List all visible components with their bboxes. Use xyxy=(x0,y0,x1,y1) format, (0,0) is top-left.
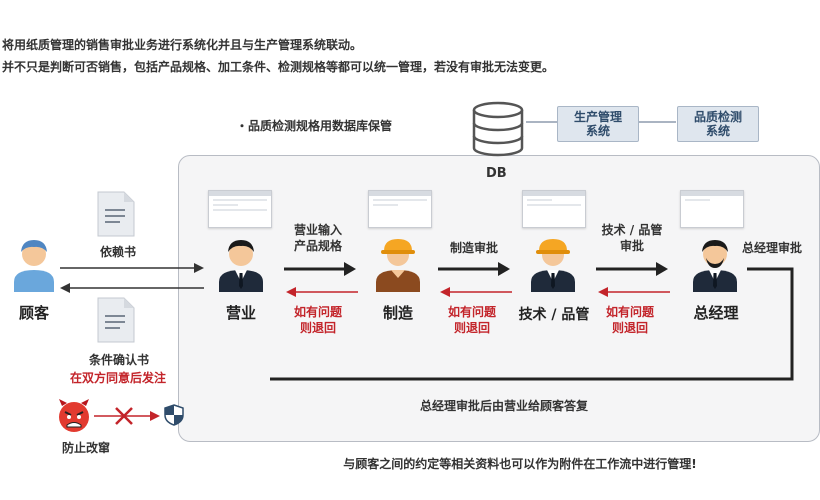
screen-thumbnail-manufacturing xyxy=(368,190,432,228)
angry-face-icon xyxy=(56,398,92,438)
confirmation-document-icon xyxy=(96,296,136,344)
role-general-manager: 总经理 xyxy=(693,304,739,322)
role-tech-quality: 技术 / 品管 xyxy=(518,307,590,323)
shield-icon xyxy=(164,404,184,430)
flow-label-manufacturing-approval: 制造审批 xyxy=(449,241,498,255)
db-note: ・品质检测规格用数据库保管 xyxy=(236,119,393,133)
database-icon xyxy=(470,100,526,162)
quality-inspection-system: 品质检测 系统 xyxy=(677,106,759,142)
manufacturing-worker-icon xyxy=(375,236,421,292)
return-label-2: 如有问题 则退回 xyxy=(447,305,496,335)
workflow-arrows xyxy=(270,262,794,381)
return-label-1: 如有问题 则退回 xyxy=(293,305,342,335)
system-connector-lines xyxy=(526,121,676,123)
tech-quality-worker-icon xyxy=(530,236,576,292)
production-management-system: 生产管理 系统 xyxy=(557,106,639,142)
customer-person-icon xyxy=(12,236,56,292)
db-label: DB xyxy=(486,166,507,181)
footer-note: 与顾客之间的约定等相关资料也可以作为附件在工作流中进行管理! xyxy=(343,457,697,471)
confirmation-document-label: 条件确认书 xyxy=(88,353,149,367)
screen-thumbnail-gm xyxy=(680,190,744,228)
request-document-icon xyxy=(96,190,136,238)
screen-thumbnail-sales xyxy=(208,190,272,228)
loop-back-label: 总经理审批后由营业给顾客答复 xyxy=(419,399,588,413)
intro-line-1: 将用纸质管理的销售审批业务进行系统化并且与生产管理系统联动。 xyxy=(2,38,363,52)
confirmation-document-note: 在双方同意后发注 xyxy=(69,371,166,385)
customer-label: 顾客 xyxy=(18,304,49,322)
screen-thumbnail-tech-quality xyxy=(522,190,586,228)
tamper-prevention-label: 防止改窜 xyxy=(61,441,110,455)
return-label-3: 如有问题 则退回 xyxy=(605,305,654,335)
flow-label-sales-input: 营业输入 产品规格 xyxy=(293,223,342,253)
sales-person-icon xyxy=(218,236,264,292)
flow-label-tech-quality-approval: 技术 / 品管 审批 xyxy=(601,223,663,253)
intro-line-2: 并不只是判断可否销售，包括产品规格、加工条件、检测规格等都可以统一管理，若没有审… xyxy=(2,60,555,74)
role-sales: 营业 xyxy=(225,304,256,322)
request-document-label: 依赖书 xyxy=(99,245,136,259)
role-manufacturing: 制造 xyxy=(382,304,413,322)
tamper-blocked-arrow xyxy=(94,407,160,425)
general-manager-icon xyxy=(692,236,738,292)
flow-label-gm-approval: 总经理审批 xyxy=(742,241,803,255)
customer-sales-arrows xyxy=(60,263,204,293)
